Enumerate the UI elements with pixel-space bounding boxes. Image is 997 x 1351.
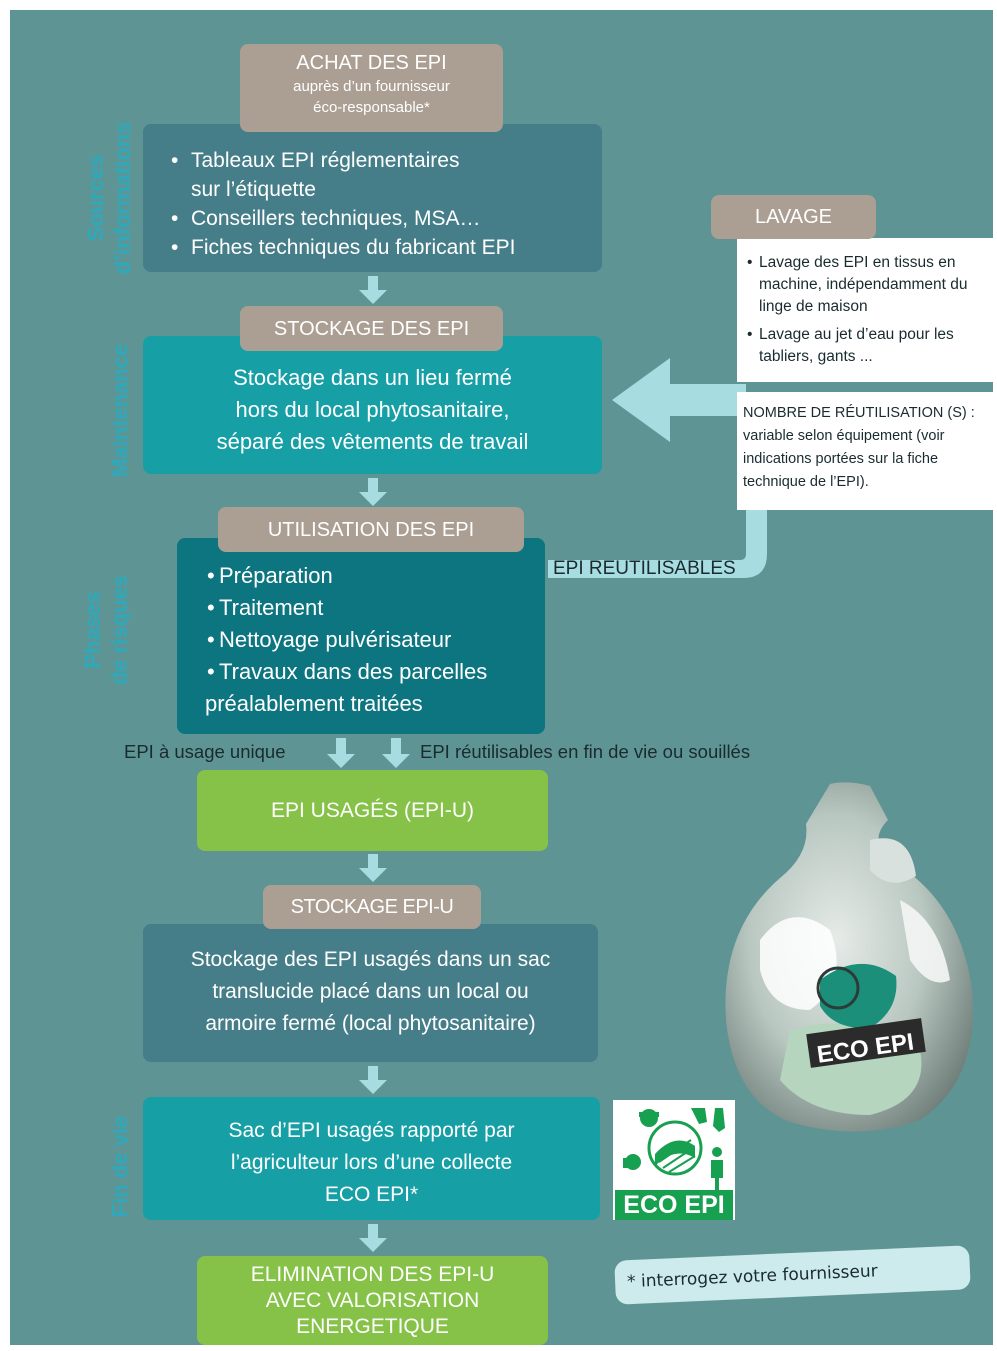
elimination-box: ELIMINATION DES EPI-U AVEC VALORISATION … [197,1256,548,1345]
arrow-down-icon [359,1066,387,1094]
stockage-u-box: Stockage des EPI usagés dans un sac tran… [143,924,598,1062]
arrow-down-icon [359,276,387,304]
eco-epi-pictogram-icon [623,1108,725,1190]
eco-epi-logo-text: ECO EPI [615,1190,733,1220]
sources-box: Tableaux EPI réglementaires sur l’étique… [143,124,602,272]
side-label-maintenance: Maintenance [107,343,133,478]
sources-item: Fiches techniques du fabricant EPI [169,233,592,262]
utilisation-tag: UTILISATION DES EPI [218,507,524,552]
eco-epi-bag-image: ECO EPI [725,782,973,1132]
utilisation-item: Nettoyage pulvérisateur [205,624,537,656]
sources-item: Conseillers techniques, MSA… [169,204,592,233]
reuse-card: NOMBRE DE RÉUTILISATION (S) : variable s… [737,392,997,510]
achat-line1: auprès d’un fournisseur [293,78,450,95]
achat-tag: ACHAT DES EPI auprès d’un fournisseur éc… [240,44,503,132]
usages-box: EPI USAGÉS (EPI-U) [197,770,548,851]
reuse-text: variable selon équipement (voir indicati… [743,428,945,490]
utilisation-last-line: préalablement traitées [205,691,423,716]
lavage-card: Lavage des EPI en tissus en machine, ind… [737,238,997,382]
reuse-loop-arrow [548,358,767,578]
sources-item: Tableaux EPI réglementaires sur l’étique… [169,146,592,204]
lavage-tag: LAVAGE [711,195,876,239]
stockage-box: Stockage dans un lieu fermé hors du loca… [143,336,602,474]
achat-line2: éco-responsable* [313,99,430,116]
arrow-down-icon [327,738,355,768]
end-of-life-label: EPI réutilisables en fin de vie ou souil… [420,741,751,762]
stockage-tag: STOCKAGE DES EPI [240,306,503,351]
achat-title: ACHAT DES EPI [296,52,447,74]
utilisation-box: Préparation Traitement Nettoyage pulvéri… [177,538,545,734]
utilisation-item: Travaux dans des parcelles [205,656,537,688]
stockage-u-tag: STOCKAGE EPI-U [263,885,481,929]
sac-box: Sac d’EPI usagés rapporté par l’agricult… [143,1097,600,1220]
single-use-label: EPI à usage unique [124,741,286,762]
utilisation-item: Préparation [205,560,537,592]
utilisation-item: Traitement [205,592,537,624]
reuse-title: NOMBRE DE RÉUTILISATION (S) : [743,405,975,421]
lavage-item: Lavage au jet d’eau pour les tabliers, g… [745,324,991,368]
arrow-down-icon [382,738,410,768]
arrow-down-icon [359,854,387,882]
reusable-label: EPI REUTILISABLES [553,558,736,579]
eco-epi-logo: ECO EPI [613,1100,735,1220]
lavage-item: Lavage des EPI en tissus en machine, ind… [745,252,991,318]
arrow-down-icon [359,478,387,506]
side-label-fin-de-vie: Fin de vie [107,1115,133,1218]
arrow-down-icon [359,1224,387,1252]
